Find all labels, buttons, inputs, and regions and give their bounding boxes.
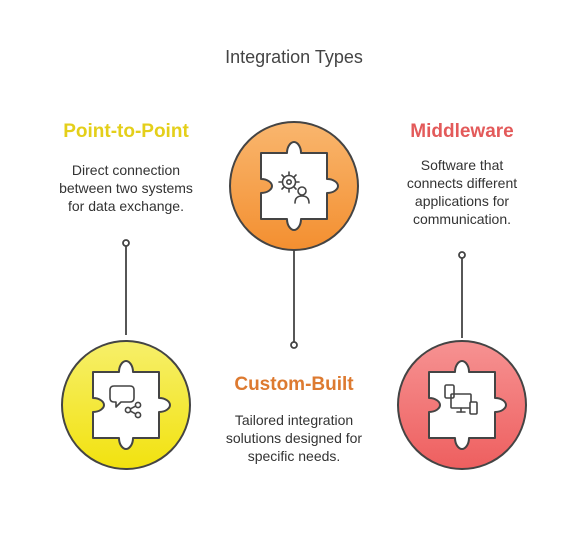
custom-built-description: Tailored integration solutions designed … xyxy=(204,411,384,465)
connector-custom-built xyxy=(290,250,298,349)
desc-line: applications for xyxy=(414,193,510,209)
desc-line: communication. xyxy=(412,211,512,227)
diagram-title: Integration Types xyxy=(225,47,363,67)
custom-built-heading: Custom-Built xyxy=(234,374,354,395)
chat-share-icon xyxy=(109,385,142,419)
connector-middleware xyxy=(458,251,466,338)
desc-line: for data exchange. xyxy=(68,198,184,214)
desc-line: connects different xyxy=(406,175,518,191)
desc-line: Software that xyxy=(420,157,504,173)
desc-line: solutions designed for xyxy=(225,430,363,446)
connector-point-to-point xyxy=(122,239,130,335)
desc-line: Direct connection xyxy=(71,162,181,178)
desc-line: between two systems xyxy=(59,180,193,196)
point-to-point-circle xyxy=(61,340,191,470)
desc-line: specific needs. xyxy=(247,448,341,464)
desc-line: Tailored integration xyxy=(234,412,354,428)
custom-built-circle xyxy=(229,121,359,251)
devices-icon xyxy=(444,384,478,415)
gear-user-icon xyxy=(278,171,310,204)
point-to-point-description: Direct connection between two systems fo… xyxy=(38,161,214,215)
point-to-point-heading: Point-to-Point xyxy=(63,121,189,142)
middleware-heading: Middleware xyxy=(410,121,514,142)
middleware-description: Software that connects different applica… xyxy=(374,156,550,228)
middleware-circle xyxy=(397,340,527,470)
